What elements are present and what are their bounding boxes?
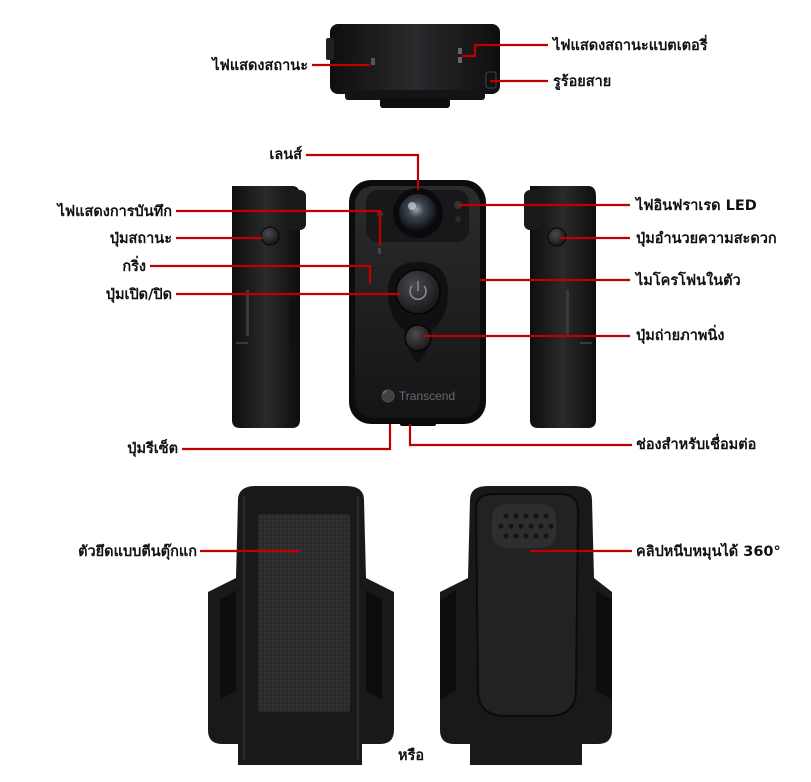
label-built-in-mic: ไมโครโฟนในตัว — [636, 273, 741, 289]
label-battery-status-light: ไฟแสดงสถานะแบตเตอรี่ — [553, 38, 708, 54]
label-snapshot-button: ปุ่มถ่ายภาพนิ่ง — [636, 328, 725, 344]
clip-mount — [440, 486, 612, 765]
label-stealth-button: ปุ่มอำนวยความสะดวก — [636, 231, 777, 247]
callout-connector — [408, 424, 632, 447]
label-connector-port: ช่องสำหรับเชื่อมต่อ — [636, 437, 757, 453]
label-infrared-led: ไฟอินฟราเรด LED — [636, 198, 757, 214]
label-status-button: ปุ่มสถานะ — [109, 231, 172, 247]
label-status-light-top: ไฟแสดงสถานะ — [212, 58, 308, 74]
camera-left-side-view — [232, 186, 306, 428]
callout-battery-light — [462, 43, 548, 58]
label-power-button: ปุ่มเปิด/ปิด — [105, 287, 172, 303]
camera-right-side-view — [524, 186, 596, 428]
callout-lens — [306, 153, 420, 190]
velcro-mount — [208, 486, 394, 765]
label-lens: เลนส์ — [269, 147, 302, 163]
label-beep: กริ่ง — [122, 259, 146, 275]
camera-front-view: ⚫ Transcend — [349, 180, 486, 426]
brand-logo: ⚫ Transcend — [381, 389, 455, 403]
callout-reset-button — [182, 424, 392, 451]
callout-lines — [150, 43, 632, 553]
label-rotating-clip: คลิปหนีบหมุนได้ 360° — [636, 544, 781, 560]
camera-top-view — [326, 24, 500, 108]
label-recording-light: ไฟแสดงการบันทึก — [57, 204, 172, 220]
label-strap-hole: รูร้อยสาย — [553, 74, 612, 90]
callout-beep — [150, 264, 372, 284]
callout-recording-light — [176, 209, 382, 246]
label-velcro-mount: ตัวยึดแบบตีนตุ๊กแก — [78, 544, 197, 560]
label-reset-button: ปุ่มรีเซ็ต — [127, 441, 178, 457]
label-or: หรือ — [398, 748, 425, 764]
